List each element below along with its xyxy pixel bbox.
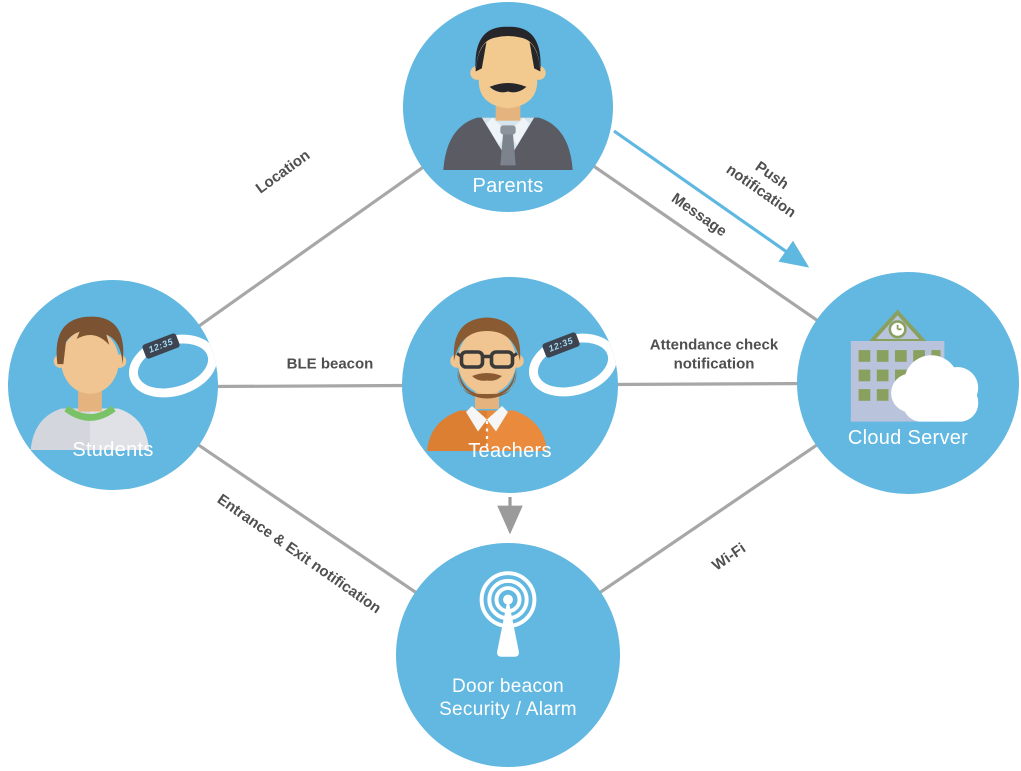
door-beacon-label-line2: Security / Alarm bbox=[439, 698, 577, 720]
cloud-server-icon bbox=[850, 309, 979, 422]
edge-label-students-teachers: BLE beacon bbox=[286, 355, 374, 373]
beacon-icon bbox=[479, 571, 537, 657]
node-cloud-server: Cloud Server bbox=[797, 272, 1019, 494]
door-beacon-label: Door beacon Security / Alarm bbox=[396, 675, 620, 721]
node-parents: Parents bbox=[403, 2, 613, 212]
node-teachers: 12:35 Teachers bbox=[402, 277, 618, 493]
edge-label-teachers-cloud: Attendance check notification bbox=[650, 336, 778, 374]
student-avatar-icon bbox=[30, 316, 150, 450]
parent-avatar-icon bbox=[443, 26, 573, 170]
node-students: 12:35 Students bbox=[8, 280, 218, 490]
edge-label-teachers-cloud-line1: Attendance check bbox=[649, 336, 779, 354]
edge-label-teachers-cloud-line2: notification bbox=[673, 355, 755, 372]
students-label: Students bbox=[72, 439, 154, 461]
teacher-avatar-icon bbox=[427, 317, 547, 451]
door-beacon-label-line1: Door beacon bbox=[451, 675, 565, 697]
teachers-label: Teachers bbox=[468, 440, 552, 462]
node-door-beacon: Door beacon Security / Alarm bbox=[396, 543, 620, 767]
parents-label: Parents bbox=[472, 175, 544, 197]
edge-parents-cloud-blue-arrow bbox=[613, 129, 810, 268]
cloud-server-label: Cloud Server bbox=[847, 427, 969, 449]
